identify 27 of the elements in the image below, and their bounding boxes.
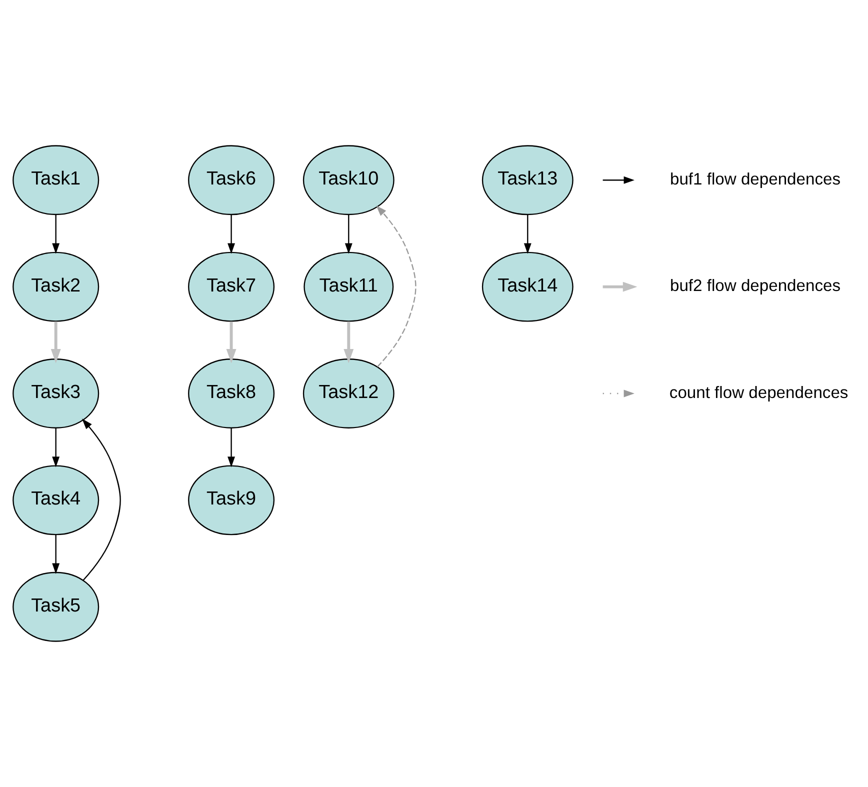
node-ellipse: Task13 <box>482 145 574 216</box>
arrow <box>50 322 61 364</box>
arrow <box>82 418 121 581</box>
node-ellipse: Task5 <box>12 572 100 642</box>
node-ellipse: Task8 <box>188 358 275 428</box>
arrow <box>524 214 532 254</box>
node-ellipse: Task7 <box>188 252 275 322</box>
node-ellipse: Task9 <box>188 465 275 536</box>
legend-label: buf2 flow dependences <box>670 276 841 296</box>
arrow <box>52 428 60 468</box>
node-ellipse: Task2 <box>12 252 100 322</box>
node-ellipse: Task1 <box>12 145 100 216</box>
legend-label: buf1 flow dependences <box>670 170 841 189</box>
arrow <box>344 214 352 254</box>
legend-label: count flow dependences <box>669 382 848 402</box>
node-ellipse: Task4 <box>12 465 100 536</box>
arrow <box>228 214 236 254</box>
arrow <box>226 322 236 364</box>
arrow <box>52 534 60 574</box>
node-ellipse: Task14 <box>482 252 574 322</box>
arrow <box>228 428 236 468</box>
arrow <box>344 322 354 364</box>
node-ellipse: Task6 <box>188 145 275 216</box>
node-ellipse: Task11 <box>304 252 394 322</box>
arrow <box>52 214 60 254</box>
arrow <box>376 205 416 368</box>
node-ellipse: Task12 <box>302 358 394 428</box>
